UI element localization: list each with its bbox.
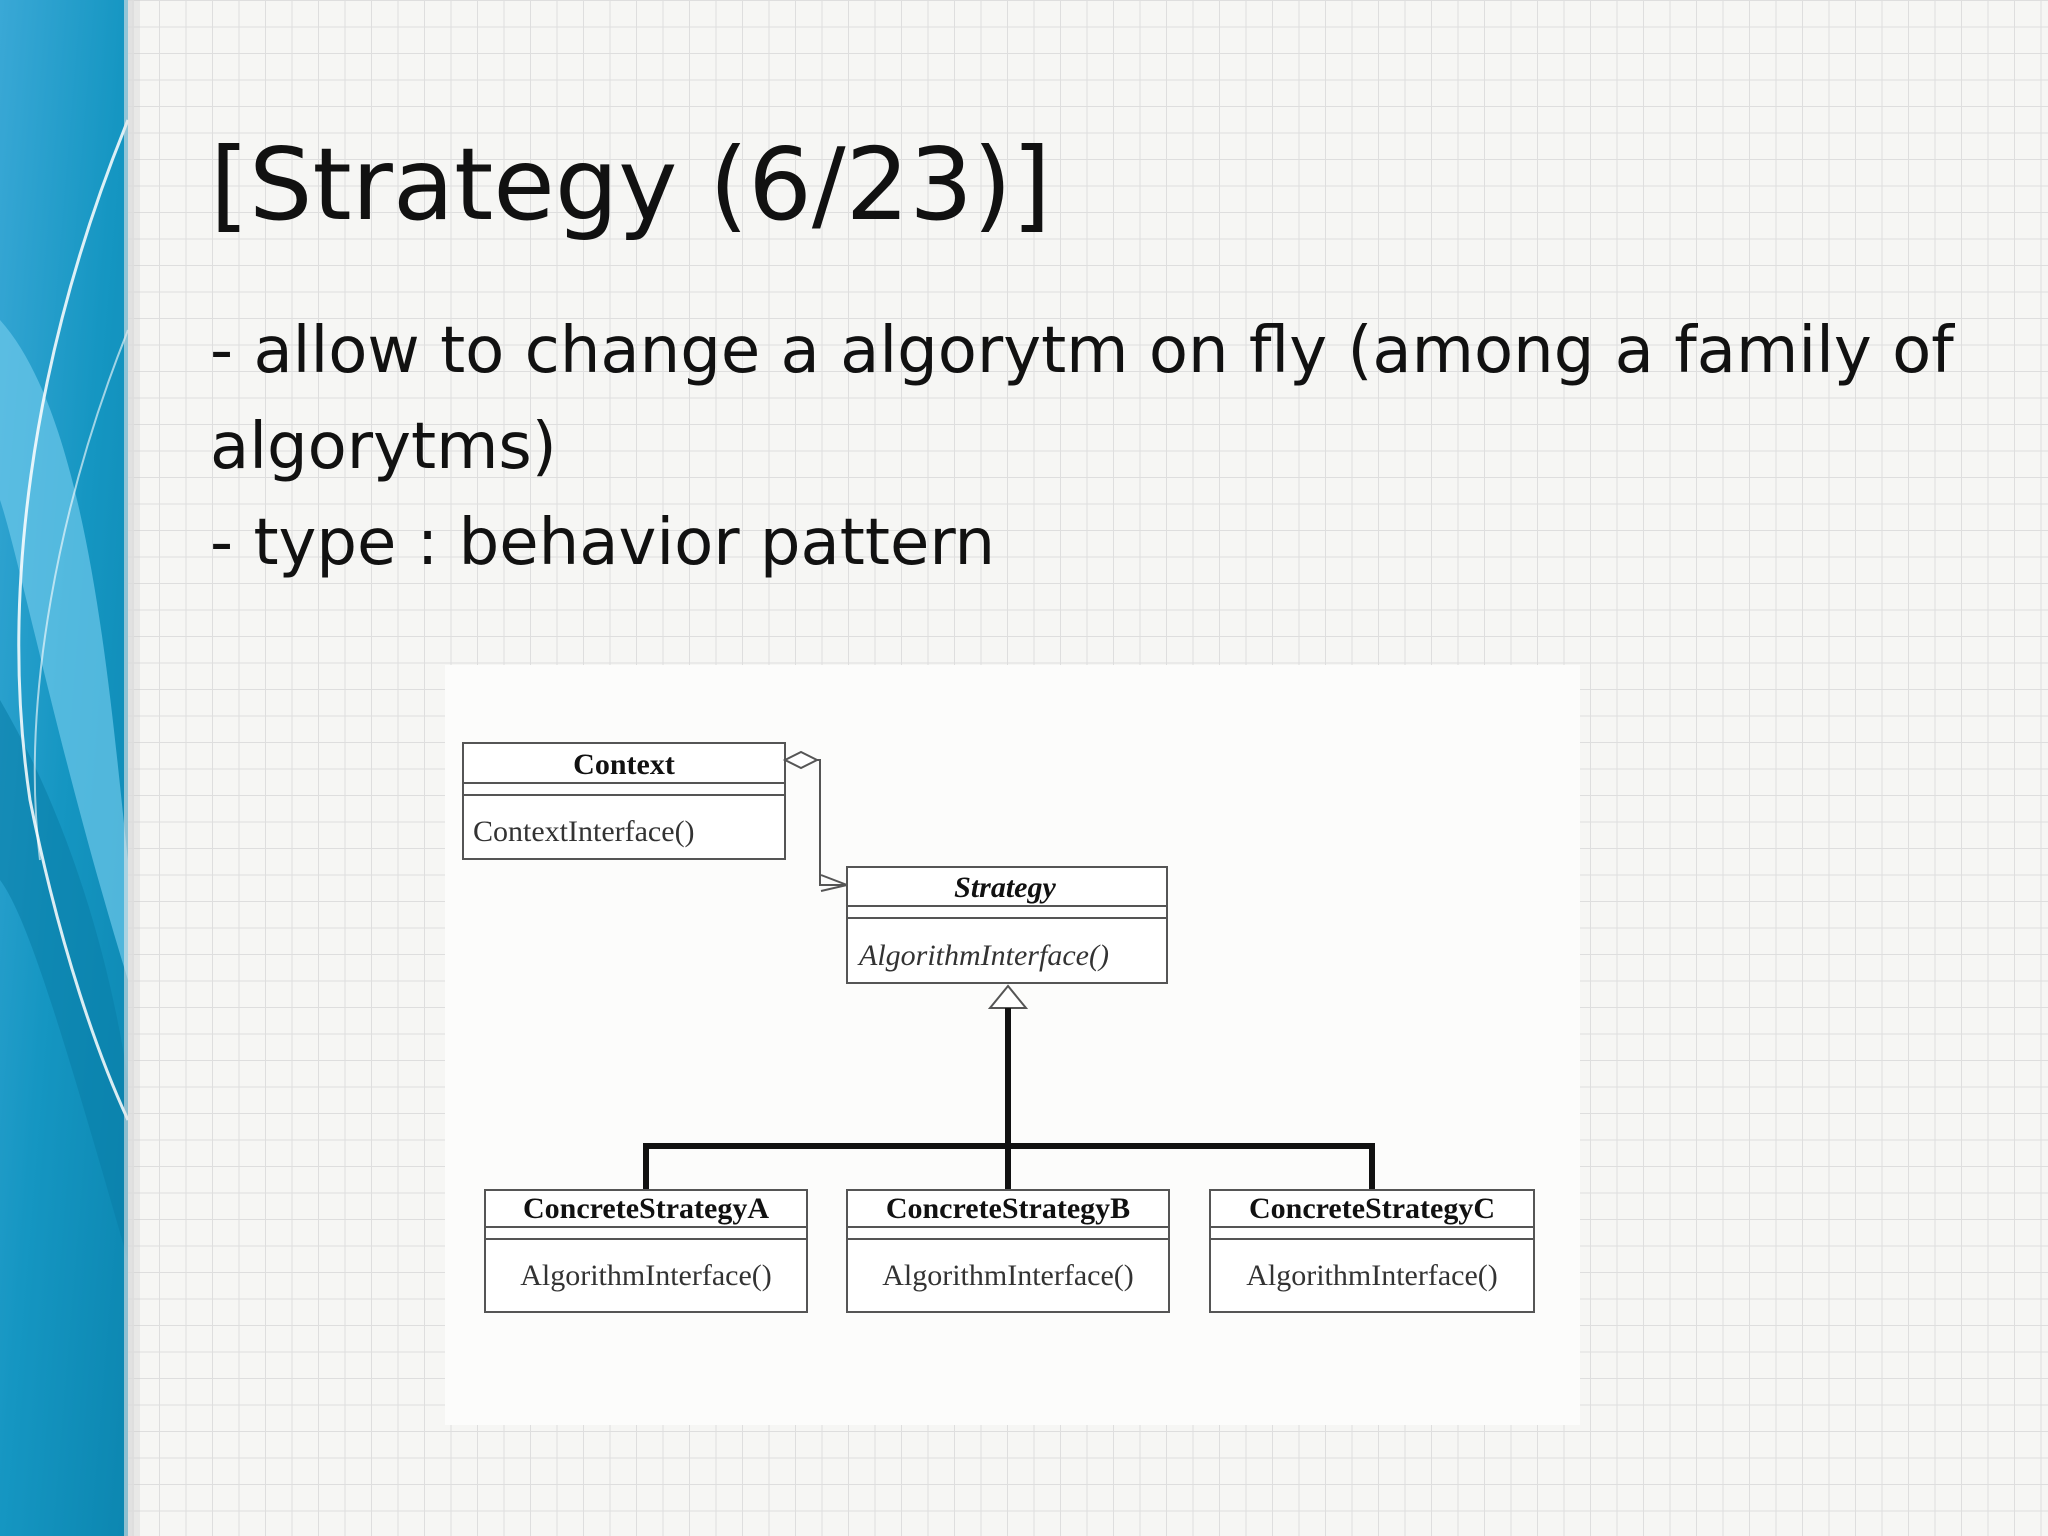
inheritance-triangle <box>987 984 1029 1009</box>
strategy-class-name: Strategy <box>954 871 1056 904</box>
sidebar-decoration <box>0 0 140 1536</box>
strategy-class-method: AlgorithmInterface() <box>857 939 1109 972</box>
slide-title: [Strategy (6/23)] <box>210 126 1051 243</box>
concrete-strategy-a-name: ConcreteStrategyA <box>523 1192 769 1225</box>
uml-class-diagram: Context ContextInterface() Strategy Algo… <box>462 742 1535 1313</box>
context-class: Context ContextInterface() <box>462 742 786 860</box>
navigation-arrow <box>820 874 851 892</box>
concrete-strategy-a-class: ConcreteStrategyA AlgorithmInterface() <box>484 1189 808 1313</box>
bullet-list: - allow to change a algorytm on fly (amo… <box>210 303 1990 591</box>
concrete-strategy-b-method: AlgorithmInterface() <box>882 1259 1134 1292</box>
context-class-name: Context <box>573 748 675 781</box>
concrete-strategy-b-name: ConcreteStrategyB <box>886 1192 1130 1225</box>
context-class-method: ContextInterface() <box>473 815 695 848</box>
strategy-interface: Strategy AlgorithmInterface() <box>846 866 1168 984</box>
concrete-strategy-c-name: ConcreteStrategyC <box>1249 1192 1495 1225</box>
aggregation-link <box>782 750 851 892</box>
concrete-strategy-b-class: ConcreteStrategyB AlgorithmInterface() <box>846 1189 1170 1313</box>
concrete-strategy-c-class: ConcreteStrategyC AlgorithmInterface() <box>1209 1189 1535 1313</box>
bullet-item-1: - allow to change a algorytm on fly (amo… <box>210 314 1954 484</box>
aggregation-diamond <box>782 750 820 770</box>
concrete-strategy-a-method: AlgorithmInterface() <box>520 1259 772 1292</box>
bullet-item-2: - type : behavior pattern <box>210 506 996 580</box>
concrete-strategy-c-method: AlgorithmInterface() <box>1246 1259 1498 1292</box>
generalization-links <box>643 984 1375 1190</box>
uml-diagram-panel: Context ContextInterface() Strategy Algo… <box>445 665 1580 1425</box>
